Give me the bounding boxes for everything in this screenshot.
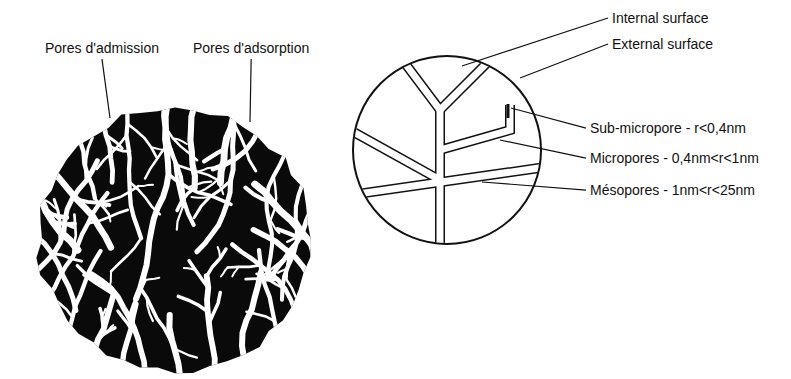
pore-channel xyxy=(177,206,183,230)
pore-label: Pores d'admission xyxy=(45,40,159,56)
pore-channel xyxy=(242,272,261,358)
pore-channel xyxy=(174,349,197,358)
surface-label: Sub-micropore - r<0,4nm xyxy=(590,120,746,136)
pore-channel xyxy=(69,251,100,329)
surface-label: Mésopores - 1nm<r<25nm xyxy=(590,182,755,198)
surface-label: Micropores - 0,4nm<r<1nm xyxy=(590,150,759,166)
leader-line xyxy=(500,140,586,158)
pore-channel xyxy=(94,295,113,352)
pore-channel xyxy=(301,314,314,320)
pore-channel xyxy=(41,200,78,250)
pore-channel xyxy=(197,112,235,252)
pore-channel xyxy=(198,179,218,192)
pore-channel xyxy=(234,124,256,172)
leader-lines xyxy=(102,18,608,190)
leader-line xyxy=(520,44,608,78)
pore-channel xyxy=(207,249,226,276)
pore-channel xyxy=(221,268,228,277)
pore-channel xyxy=(127,112,142,238)
pore-channel xyxy=(122,304,136,366)
pore-label: Pores d'adsorption xyxy=(193,40,309,56)
pore-channel xyxy=(54,172,111,247)
pore-channels xyxy=(35,104,315,376)
pore-channel xyxy=(80,140,95,198)
pore-channel xyxy=(111,238,141,271)
pore-channel xyxy=(110,271,112,287)
pore-channel xyxy=(95,198,109,214)
leader-line xyxy=(250,59,251,122)
pore-channel xyxy=(51,297,72,318)
pore-channel xyxy=(138,185,153,186)
pore-channel xyxy=(284,276,301,314)
surface-label: External surface xyxy=(612,36,713,52)
pore-channel xyxy=(178,296,207,311)
pore-channel xyxy=(190,105,195,187)
pore-channel xyxy=(271,209,312,278)
pore-channel xyxy=(207,276,215,370)
pore-channel xyxy=(140,288,174,349)
surface-label: Internal surface xyxy=(612,10,709,26)
pore-channel xyxy=(128,124,157,157)
leader-line xyxy=(511,108,586,128)
leader-line xyxy=(482,182,586,190)
leader-line xyxy=(462,18,608,66)
pore-channel xyxy=(145,278,159,280)
pore-channel xyxy=(35,235,76,310)
pore-channel xyxy=(136,104,169,299)
pore-channel xyxy=(97,135,127,169)
magnified-pores xyxy=(350,30,560,260)
pore-channel xyxy=(228,265,260,267)
leader-line xyxy=(102,59,110,118)
